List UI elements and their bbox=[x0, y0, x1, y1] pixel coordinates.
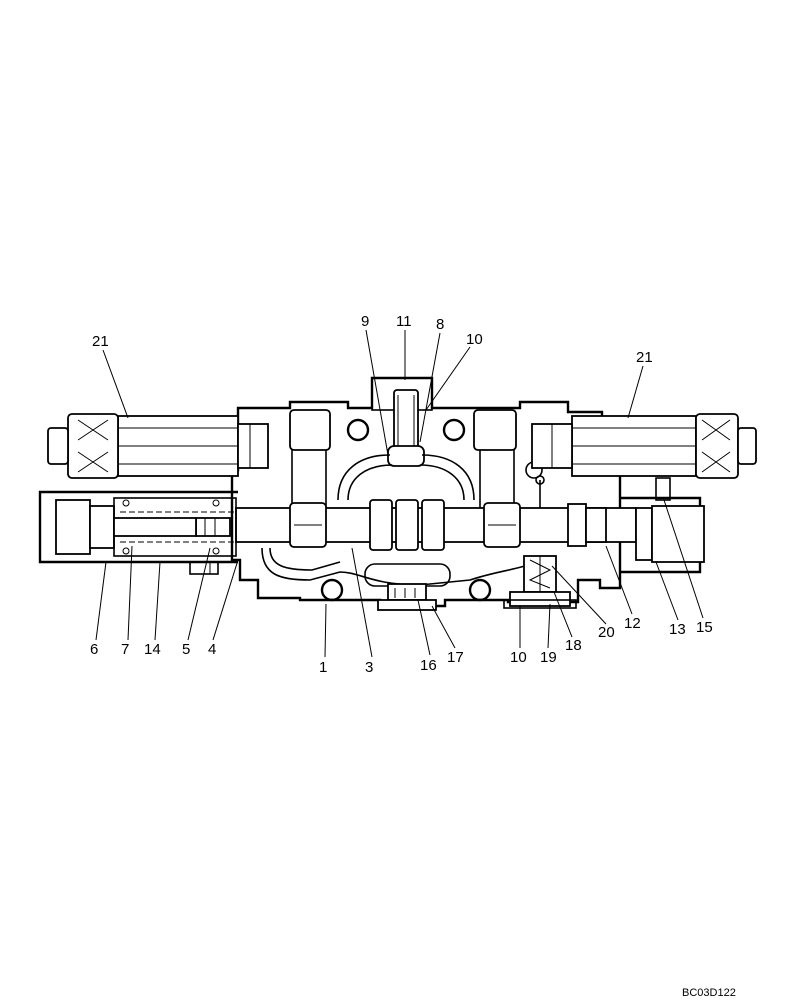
label-12: 12 bbox=[624, 615, 641, 632]
label-14: 14 bbox=[144, 641, 161, 658]
plug-base bbox=[377, 599, 437, 611]
label-18: 18 bbox=[565, 637, 582, 654]
label-21-right: 21 bbox=[636, 349, 653, 366]
label-8: 8 bbox=[436, 316, 444, 333]
spool-lands bbox=[289, 499, 607, 551]
label-4: 4 bbox=[208, 641, 216, 658]
label-5: 5 bbox=[182, 641, 190, 658]
left-end-plug bbox=[55, 499, 91, 555]
label-20: 20 bbox=[598, 624, 615, 641]
right-solenoid bbox=[531, 413, 757, 479]
label-9: 9 bbox=[361, 313, 369, 330]
label-15: 15 bbox=[696, 619, 713, 636]
label-10-top: 10 bbox=[466, 331, 483, 348]
label-19: 19 bbox=[540, 649, 557, 666]
relief-valve bbox=[503, 555, 577, 609]
label-6: 6 bbox=[90, 641, 98, 658]
left-solenoid bbox=[47, 413, 269, 479]
port-circle bbox=[468, 578, 492, 602]
port-circle bbox=[320, 578, 344, 602]
label-21-left: 21 bbox=[92, 333, 109, 350]
plunger-base bbox=[387, 445, 425, 467]
drawing-code: BC03D122 bbox=[682, 987, 736, 999]
leader-lines bbox=[95, 329, 704, 658]
label-10-bottom: 10 bbox=[510, 649, 527, 666]
port-circle bbox=[442, 418, 466, 442]
label-13: 13 bbox=[669, 621, 686, 638]
label-11: 11 bbox=[396, 313, 412, 330]
plug-16 bbox=[387, 583, 427, 601]
label-16: 16 bbox=[420, 657, 437, 674]
part-labels: 21 21 9 11 8 10 6 7 14 5 4 1 3 16 17 10 … bbox=[90, 313, 713, 676]
label-3: 3 bbox=[365, 659, 373, 676]
right-end-plug bbox=[651, 505, 705, 563]
label-7: 7 bbox=[121, 641, 129, 658]
left-spring-cap bbox=[38, 490, 238, 564]
label-17: 17 bbox=[447, 649, 464, 666]
channel bbox=[337, 454, 475, 501]
spring bbox=[120, 499, 234, 555]
channel-lower bbox=[261, 547, 541, 586]
label-1: 1 bbox=[319, 659, 327, 676]
port-circle bbox=[346, 418, 370, 442]
